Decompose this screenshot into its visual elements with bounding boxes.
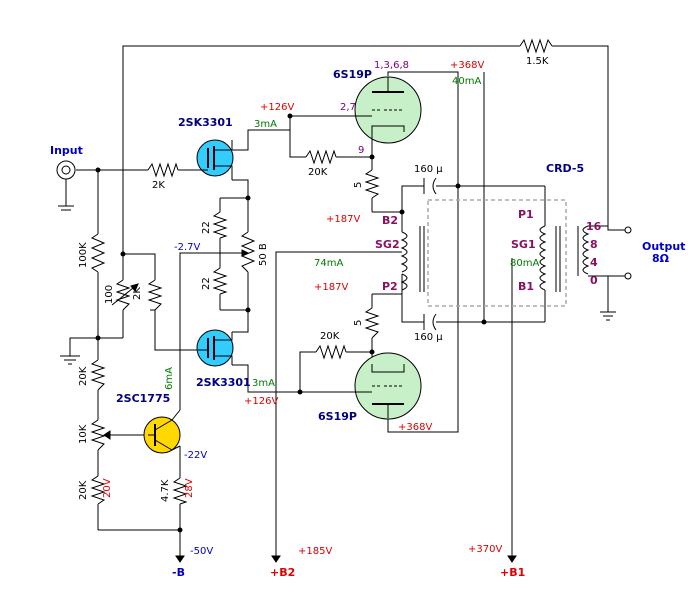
- input-jack[interactable]: [56, 160, 76, 196]
- resistor-50b: [240, 231, 256, 273]
- value-r-100k: 100K: [78, 242, 89, 268]
- resistor-grid-top: [305, 149, 337, 165]
- ann-i-40ma: 40mA: [452, 76, 481, 87]
- q1-mosfet: [196, 139, 234, 180]
- label-q3: 2SC1775: [116, 392, 170, 405]
- ann-i-3ma-top: 3mA: [254, 119, 277, 130]
- ann-v-22: -22V: [184, 450, 207, 461]
- value-r-100: 100: [104, 285, 115, 304]
- resistor-5-bot: [364, 307, 380, 339]
- label-output: Output: [642, 240, 685, 253]
- label-crd: CRD-5: [546, 162, 584, 175]
- wires: [69, 45, 625, 558]
- ann-v-185: +185V: [298, 546, 332, 557]
- output-transformer: [400, 199, 590, 307]
- label-rail-b1: +B1: [500, 566, 525, 579]
- label-t-sg2: SG2: [375, 238, 400, 251]
- resistor-22-top: [212, 211, 228, 239]
- label-rail-b2: +B2: [270, 566, 295, 579]
- ann-v-20v: 20V: [102, 478, 113, 498]
- value-r-grid-bot: 20K: [320, 331, 340, 342]
- ann-v-27: -2.7V: [174, 242, 201, 253]
- tube-v2: [354, 352, 422, 420]
- ann-v-368-bot: +368V: [398, 422, 432, 433]
- ann-v-28v: 28V: [184, 478, 195, 498]
- label-t-sg1: SG1: [511, 238, 536, 251]
- annotation-labels: +368V 40mA +126V 3mA +187V -2.7V 74mA +1…: [102, 60, 539, 557]
- tube-v1: [354, 76, 422, 144]
- q2-mosfet: [196, 329, 234, 367]
- label-tap0: 0: [590, 274, 598, 287]
- q3-bjt: [143, 409, 181, 454]
- value-r-50b: 50 B: [258, 243, 269, 266]
- ann-i-74ma: 74mA: [314, 258, 343, 269]
- resistor-10k: [90, 419, 106, 451]
- label-v1-p27: 2,7: [340, 102, 356, 113]
- resistor-feedback: [519, 38, 553, 54]
- ann-i-6ma: 6mA: [164, 367, 175, 390]
- resistor-22-bot: [212, 267, 228, 295]
- rail-arrows: [175, 555, 517, 563]
- label-q1: 2SK3301: [178, 116, 233, 129]
- label-t-b2: B2: [382, 214, 398, 227]
- value-r-fb: 1.5K: [526, 56, 549, 67]
- resistor-grid-bot: [315, 344, 347, 360]
- label-tap16: 16: [586, 220, 602, 233]
- value-r-grid-top: 20K: [308, 167, 328, 178]
- label-q2: 2SK3301: [196, 376, 251, 389]
- label-output-imp: 8Ω: [652, 252, 670, 265]
- output-terminals[interactable]: [624, 226, 632, 280]
- ann-i-3ma-bot: 3mA: [252, 378, 275, 389]
- resistor-100k: [90, 233, 106, 273]
- value-r-22-bot: 22: [201, 277, 212, 290]
- label-input: Input: [50, 144, 83, 157]
- label-rail-minus: -B: [172, 566, 185, 579]
- value-r-47k: 4.7K: [160, 479, 171, 502]
- label-v1-pins: 1,3,6,8: [374, 60, 409, 71]
- component-labels: Input Output 8Ω CRD-5 2SK3301 2SK3301 2S…: [50, 60, 685, 579]
- value-r-5-bot: 5: [353, 320, 364, 326]
- label-v1-p9: 9: [358, 145, 364, 156]
- label-tap8: 8: [590, 238, 598, 251]
- label-t-p1: P1: [518, 208, 534, 221]
- ann-v-370: +370V: [468, 544, 502, 555]
- value-labels: 1.5K 2K 20K 20K 5 5 100K 100 2K 22 22 50…: [78, 56, 549, 502]
- label-v2: 6S19P: [318, 410, 357, 423]
- value-r-20k-a: 20K: [78, 366, 89, 386]
- ann-v-368-top: +368V: [450, 60, 484, 71]
- label-t-p2: P2: [382, 280, 398, 293]
- ann-v-187-top: +187V: [326, 214, 360, 225]
- resistor-input: [147, 162, 179, 178]
- ann-v-126-top: +126V: [260, 102, 294, 113]
- resistor-100: [115, 279, 131, 311]
- junction-dots: [95, 113, 487, 533]
- value-r-5-top: 5: [353, 182, 364, 188]
- resistor-20k-a: [90, 359, 106, 391]
- trim-arrows: [103, 249, 250, 440]
- ann-v-126-bot: +126V: [244, 396, 278, 407]
- resistor-2k-trim: [147, 279, 163, 311]
- label-t-b1: B1: [518, 280, 534, 293]
- ground-symbols: [58, 196, 616, 365]
- ann-v-187-bot: +187V: [314, 282, 348, 293]
- capacitors: [423, 177, 437, 331]
- value-c-top: 160 μ: [414, 164, 443, 175]
- value-r-2k-trim: 2K: [132, 287, 143, 300]
- value-r-22-top: 22: [201, 221, 212, 234]
- resistors: [90, 38, 553, 505]
- ann-i-80ma: 80mA: [510, 258, 539, 269]
- value-r-10k: 10K: [78, 424, 89, 444]
- resistor-5-top: [364, 169, 380, 199]
- label-v1: 6S19P: [333, 68, 372, 81]
- value-c-bot: 160 μ: [414, 332, 443, 343]
- value-r-20k-b: 20K: [78, 480, 89, 500]
- ann-v-50: -50V: [190, 546, 213, 557]
- label-tap4: 4: [590, 256, 598, 269]
- resistor-20k-b: [90, 475, 106, 505]
- value-r-in: 2K: [152, 180, 165, 191]
- resistor-47k: [172, 477, 188, 505]
